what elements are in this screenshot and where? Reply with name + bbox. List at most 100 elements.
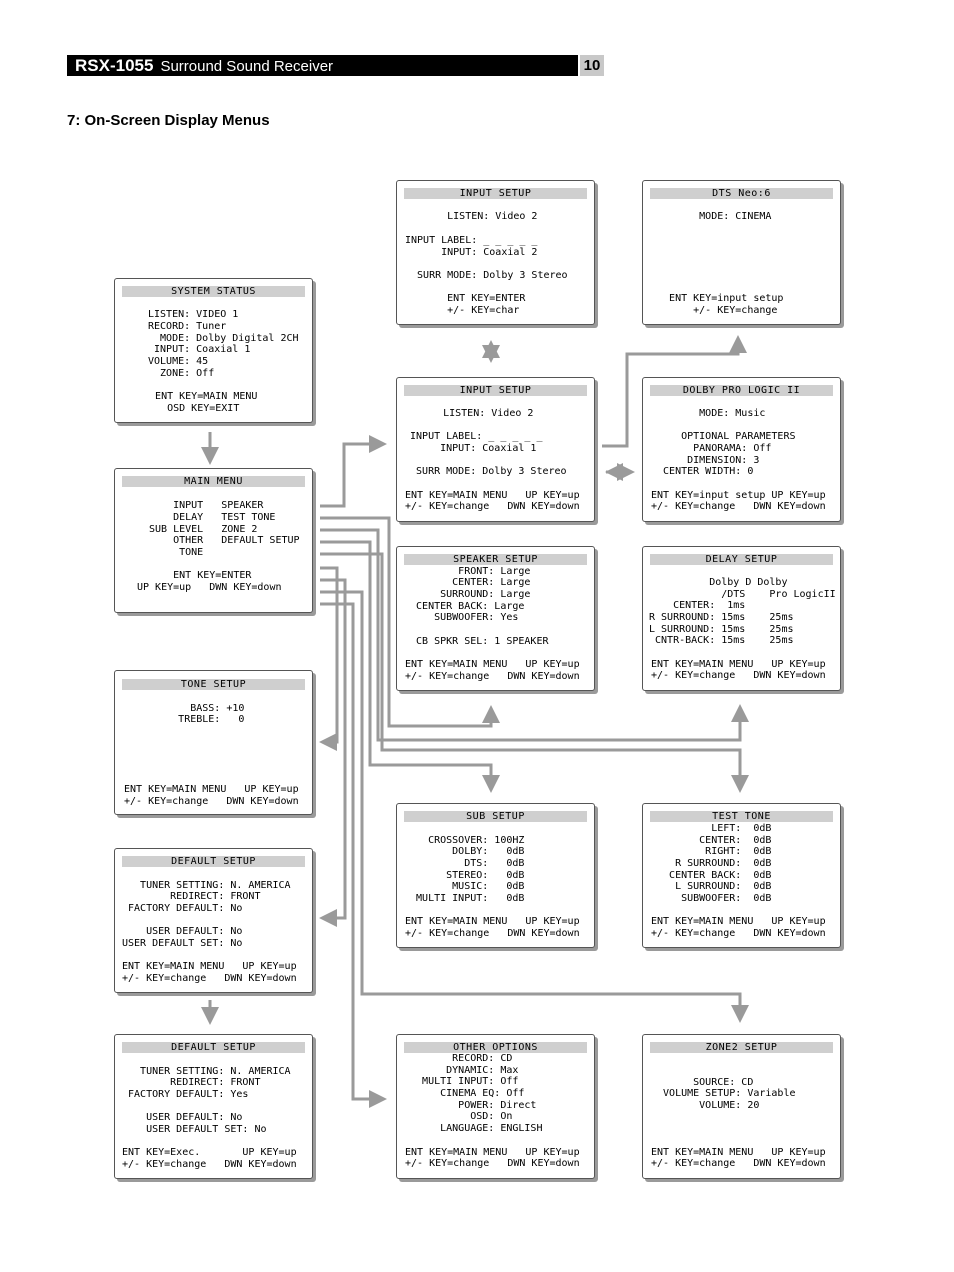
screen-line: STEREO: 0dB — [404, 870, 525, 881]
screen-line: DOLBY: 0dB — [404, 846, 525, 857]
screen-title: ZONE2 SETUP — [650, 1042, 833, 1053]
screen-line: LANGUAGE: ENGLISH — [404, 1123, 543, 1134]
screen-line: ENT KEY=ENTER — [405, 293, 526, 304]
screen-line: L SURROUND: 15ms 25ms — [649, 624, 794, 635]
screen-line: POWER: Direct — [404, 1100, 537, 1111]
screen-line: LEFT: 0dB — [651, 823, 772, 834]
screen-line: CENTER BACK: 0dB — [651, 870, 772, 881]
screen-line: SUBWOOFER: Yes — [404, 612, 519, 623]
screen-line: RECORD: Tuner — [148, 321, 227, 332]
delay-setup-screen: DELAY SETUP Dolby D Dolby /DTS Pro Logic… — [642, 546, 841, 691]
screen-line: TUNER SETTING: N. AMERICA — [122, 880, 291, 891]
screen-title: SPEAKER SETUP — [404, 554, 587, 565]
screen-line: SURR MODE: Dolby 3 Stereo — [404, 466, 567, 477]
arrow-main-to-testtone — [320, 552, 749, 793]
sub-setup-screen: SUB SETUP CROSSOVER: 100HZ DOLBY: 0dB DT… — [396, 803, 595, 948]
screen-line: USER DEFAULT SET: No — [122, 1124, 267, 1135]
screen-line: +/- KEY=change DWN KEY=down — [405, 928, 580, 939]
screen-line: +/- KEY=change DWN KEY=down — [651, 501, 826, 512]
screen-line: +/- KEY=change DWN KEY=down — [651, 670, 826, 681]
screen-line: R SURROUND: 0dB — [651, 858, 772, 869]
screen-line: +/- KEY=change DWN KEY=down — [405, 501, 580, 512]
model-name: RSX-1055 — [75, 56, 154, 75]
screen-line: LISTEN: Video 2 — [405, 211, 538, 222]
screen-line: VOLUME: 20 — [651, 1100, 760, 1111]
screen-line: ENT KEY=MAIN MENU UP KEY=up — [405, 1147, 580, 1158]
screen-line: USER DEFAULT SET: No — [122, 938, 243, 949]
screen-line: +/- KEY=change DWN KEY=down — [124, 796, 299, 807]
arrow-main-to-delay — [320, 528, 749, 742]
system-status-screen: SYSTEM STATUS LISTEN: VIDEO 1 RECORD: Tu… — [114, 278, 313, 423]
screen-line: TUNER SETTING: N. AMERICA — [122, 1066, 291, 1077]
screen-title: OTHER OPTIONS — [404, 1042, 587, 1053]
section-title: 7: On-Screen Display Menus — [67, 112, 270, 129]
screen-line: ENT KEY=MAIN MENU — [137, 391, 258, 402]
screen-line: MUSIC: 0dB — [404, 881, 525, 892]
screen-line: LISTEN: VIDEO 1 — [148, 309, 239, 320]
screen-line: MODE: CINEMA — [651, 211, 772, 222]
screen-line: +/- KEY=change DWN KEY=down — [405, 1158, 580, 1169]
screen-line: R SURROUND: 15ms 25ms — [649, 612, 794, 623]
screen-line: L SURROUND: 0dB — [651, 881, 772, 892]
screen-line: MULTI INPUT: Off — [404, 1076, 519, 1087]
dolby-pro-logic-screen: DOLBY PRO LOGIC II MODE: Music OPTIONAL … — [642, 377, 841, 522]
screen-line: ENT KEY=MAIN MENU UP KEY=up — [651, 916, 826, 927]
screen-line: ENT KEY=MAIN MENU UP KEY=up — [124, 784, 299, 795]
screen-line: CINEMA EQ: Off — [404, 1088, 525, 1099]
screen-line: INPUT: Coaxial 2 — [405, 247, 538, 258]
screen-title: DOLBY PRO LOGIC II — [650, 385, 833, 396]
screen-line: LISTEN: Video 2 — [413, 408, 534, 419]
arrow-input-to-dts — [602, 335, 747, 448]
screen-title: DELAY SETUP — [650, 554, 833, 565]
screen-line: CENTER WIDTH: 0 — [651, 466, 754, 477]
screen-line: SOURCE: CD — [651, 1077, 754, 1088]
screen-line: BASS: +10 — [124, 703, 245, 714]
dts-neo6-screen: DTS Neo:6 MODE: CINEMA ENT KEY=input set… — [642, 180, 841, 325]
screen-line: FRONT: Large — [404, 566, 531, 577]
screen-line: RIGHT: 0dB — [651, 846, 772, 857]
test-tone-screen: TEST TONE LEFT: 0dB CENTER: 0dB RIGHT: 0… — [642, 803, 841, 948]
input-setup-screen-1: INPUT SETUP LISTEN: Video 2 INPUT LABEL:… — [396, 180, 595, 325]
screen-line: ZONE: Off — [148, 368, 215, 379]
arrow-main-to-sub — [320, 540, 500, 793]
screen-line: +/- KEY=char — [405, 305, 520, 316]
screen-line: PANORAMA: Off — [651, 443, 772, 454]
header-title: Surround Sound Receiver — [160, 58, 334, 75]
screen-line: OPTIONAL PARAMETERS — [651, 431, 796, 442]
screen-line: OSD: On — [404, 1111, 513, 1122]
input-setup-screen-2: INPUT SETUP LISTEN: Video 2 INPUT LABEL:… — [396, 377, 595, 522]
screen-line: VOLUME SETUP: Variable — [651, 1088, 796, 1099]
other-options-screen: OTHER OPTIONS RECORD: CD DYNAMIC: Max MU… — [396, 1034, 595, 1179]
screen-line: +/- KEY=change DWN KEY=down — [651, 1158, 826, 1169]
screen-line: CB SPKR SEL: 1 SPEAKER — [404, 636, 549, 647]
screen-line: ENT KEY=MAIN MENU UP KEY=up — [405, 659, 580, 670]
screen-title: SYSTEM STATUS — [122, 286, 305, 297]
screen-line: INPUT: Coaxial 1 — [404, 443, 537, 454]
screen-line: MODE: Music — [651, 408, 766, 419]
screen-line: REDIRECT: FRONT — [122, 891, 261, 902]
screen-line: +/- KEY=change DWN KEY=down — [651, 928, 826, 939]
screen-line: ENT KEY=MAIN MENU UP KEY=up — [122, 961, 297, 972]
screen-line: INPUT LABEL: _ _ _ _ _ — [404, 431, 543, 442]
screen-line: ENT KEY=MAIN MENU UP KEY=up — [405, 916, 580, 927]
screen-line: VOLUME: 45 — [148, 356, 209, 367]
screen-line: /DTS Pro LogicII — [649, 589, 836, 600]
screen-line: SURROUND: Large — [404, 589, 531, 600]
main-menu-screen: MAIN MENU INPUT SPEAKER DELAY TEST TONE … — [114, 468, 313, 613]
screen-line: DTS: 0dB — [404, 858, 525, 869]
screen-line: +/- KEY=change — [651, 305, 778, 316]
screen-line: INPUT SPEAKER — [143, 500, 264, 511]
arrow-main-to-speaker — [320, 516, 500, 728]
screen-line: CNTR-BACK: 15ms 25ms — [649, 635, 794, 646]
screen-line: ENT KEY=ENTER — [137, 570, 252, 581]
screen-line: MULTI INPUT: 0dB — [404, 893, 525, 904]
screen-title: TONE SETUP — [122, 679, 305, 690]
screen-line: +/- KEY=change DWN KEY=down — [122, 973, 297, 984]
arrow-main-to-zone2 — [320, 590, 749, 1023]
zone2-setup-screen: ZONE2 SETUP SOURCE: CD VOLUME SETUP: Var… — [642, 1034, 841, 1179]
screen-line: CENTER: 0dB — [651, 835, 772, 846]
screen-line: +/- KEY=change DWN KEY=down — [122, 1159, 297, 1170]
screen-line: +/- KEY=change DWN KEY=down — [405, 671, 580, 682]
screen-line: SURR MODE: Dolby 3 Stereo — [405, 270, 568, 281]
